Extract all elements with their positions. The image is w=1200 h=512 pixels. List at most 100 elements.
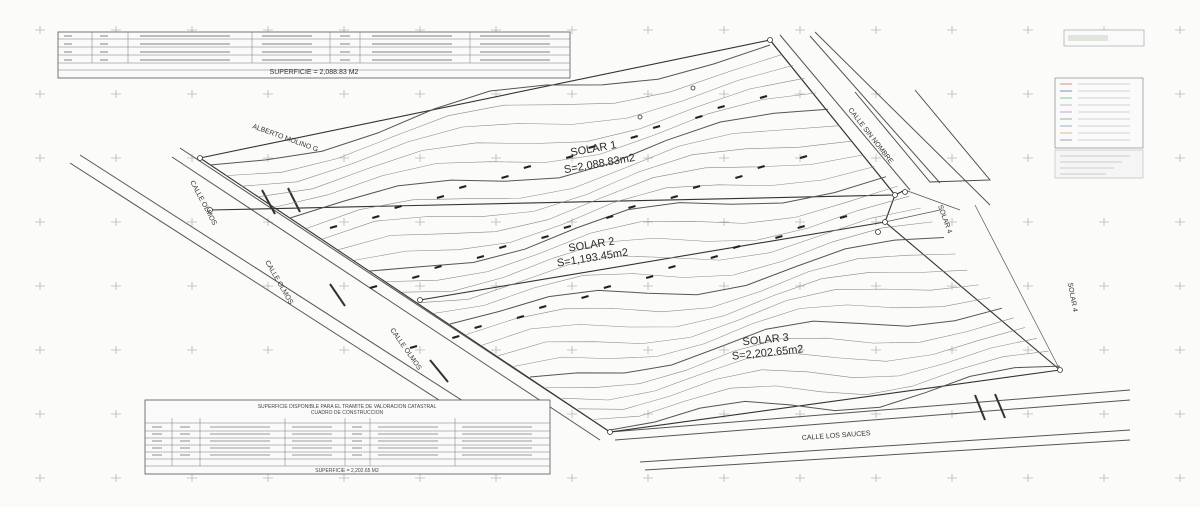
contour-line [305,125,840,229]
grid-cross [1099,346,1109,354]
elevation-dash [652,124,661,130]
grid-cross [567,90,577,98]
grid-cross [339,474,349,482]
grid-cross [35,218,45,226]
elevation-dash [516,314,525,320]
grid-cross [1175,474,1185,482]
elevation-dash [476,254,485,260]
elevation-dash [605,214,614,220]
grid-cross [111,474,121,482]
grid-cross [719,218,729,226]
grid-cross [187,346,197,354]
grid-cross [1175,346,1185,354]
grid-cross [35,90,45,98]
contour-line [289,108,829,219]
elevation-dash [394,204,402,210]
elevation-dash [732,244,741,250]
grid-cross [795,26,805,34]
grid-cross [1175,282,1185,290]
grid-cross [187,474,197,482]
grid-cross [111,154,121,162]
elevation-dash [436,194,445,200]
grid-cross [111,410,121,418]
grid-cross [1023,26,1033,34]
grid-cross [1023,282,1033,290]
elevation-dash [434,264,442,270]
bottom-table-subtitle: CUADRO DE CONSTRUCCION [311,410,384,416]
grid-cross [111,218,121,226]
contour-line [241,65,794,187]
contour-line [369,176,887,272]
grid-cross [567,474,577,482]
grid-cross [1023,474,1033,482]
grid-cross [871,282,881,290]
elevation-dash [474,324,482,330]
street-label-calle-los-sauces: CALLE LOS SAUCES [802,430,872,442]
grid-cross [947,218,957,226]
elevation-dash [452,334,460,340]
grid-cross [263,282,273,290]
grid-cross [567,410,577,418]
solar-3-label: SOLAR 3 [742,332,789,349]
elevation-dash [563,224,572,230]
grid-cross [947,26,957,34]
grid-cross [795,474,805,482]
grid-cross [491,218,501,226]
contour-line [225,54,782,176]
grid-cross [1099,282,1109,290]
grid-cross [719,26,729,34]
grid-cross [35,474,45,482]
elevation-dash [717,104,725,110]
elevation-dash [541,234,549,240]
grid-cross [643,282,653,290]
grid-cross [643,410,653,418]
grid-cross [1175,90,1185,98]
grid-cross [719,90,729,98]
legend-box-top [1063,29,1145,47]
elevation-marks [329,94,848,350]
grid-cross [947,154,957,162]
grid-cross [947,474,957,482]
vertex-markers [197,37,1063,435]
grid-cross [263,346,273,354]
elevation-dash [538,304,547,310]
grid-cross [111,282,121,290]
grid-cross [187,90,197,98]
elevation-dash [775,234,783,240]
contour-line [593,350,1049,420]
grid-cross [415,282,425,290]
grid-cross [643,346,653,354]
grid-cross [643,218,653,226]
contour-line [353,166,875,261]
grid-cross [871,474,881,482]
contour-lines [209,44,1061,431]
elevation-dash [458,184,467,190]
grid-cross [567,346,577,354]
elevation-dash [735,174,743,180]
grid-cross [1099,218,1109,226]
contour-line [257,77,805,198]
grid-cross [1175,218,1185,226]
grid-cross [491,474,501,482]
elevation-dash [588,144,596,150]
elevation-dash [329,224,338,230]
contour-line [561,327,1026,401]
elevation-dash [668,264,676,270]
contour-line [401,195,910,293]
grid-cross [339,282,349,290]
grid-cross [263,154,273,162]
contour-line [497,284,979,357]
grid-cross [415,346,425,354]
contour-line [273,92,817,208]
grid-cross [339,346,349,354]
grid-cross [1175,154,1185,162]
grid-cross [415,218,425,226]
elevation-dash [628,204,636,210]
elevation-dash [498,244,507,250]
grid-cross [1023,218,1033,226]
grid-cross [35,346,45,354]
grid-cross [1175,26,1185,34]
bottom-table-surface: SUPERFICIE = 2,202.65 M2 [315,468,379,474]
grid-cross [1099,474,1109,482]
grid-cross [111,90,121,98]
